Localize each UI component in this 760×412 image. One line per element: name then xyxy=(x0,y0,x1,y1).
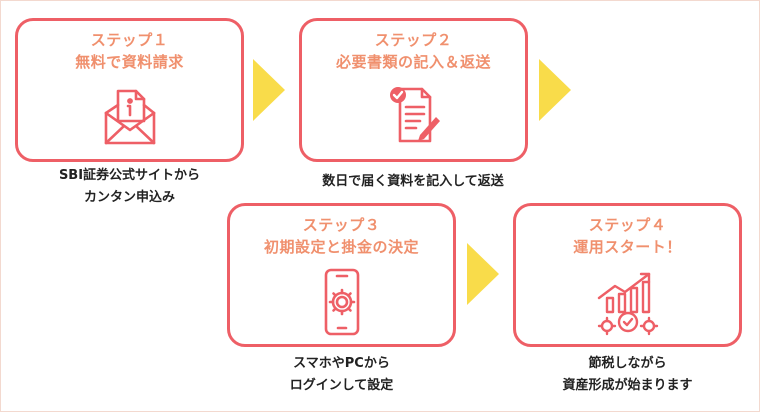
step-1-subtitle: 無料で資料請求 xyxy=(75,53,184,71)
step-3-caption-line-2: ログインして設定 xyxy=(289,378,394,393)
step-4-caption-line-1: 節税しながら xyxy=(588,356,667,371)
step-2-caption: 数日で届く資料を記入して返送 xyxy=(281,171,545,193)
step-1-card: ステップ１ 無料で資料請求 xyxy=(15,18,244,162)
step-3-subtitle: 初期設定と掛金の決定 xyxy=(263,238,419,256)
step-2-card: ステップ２ 必要書類の記入＆返送 xyxy=(299,18,528,162)
step-1-caption-line-2: カンタン申込み xyxy=(83,190,175,205)
step-3-card: ステップ３ 初期設定と掛金の決定 xyxy=(227,203,456,347)
step-2-title: ステップ２ xyxy=(374,31,453,49)
step-3-caption: スマホやPCから ログインして設定 xyxy=(227,353,456,397)
step-4-title: ステップ４ xyxy=(588,216,667,234)
step-3-title: ステップ３ xyxy=(302,216,381,234)
envelope-document-icon xyxy=(104,89,155,145)
step-1-title: ステップ１ xyxy=(90,31,169,49)
arrow-2-3 xyxy=(539,59,571,121)
step-4-subtitle: 運用スタート！ xyxy=(573,238,682,256)
document-pen-icon xyxy=(389,87,440,143)
step-2-subtitle: 必要書類の記入＆返送 xyxy=(335,53,491,71)
step-4-caption-line-2: 資産形成が始まります xyxy=(562,378,693,393)
arrow-3-4 xyxy=(467,243,499,305)
smartphone-gear-icon xyxy=(324,268,359,336)
step-2-caption-line-1: 数日で届く資料を記入して返送 xyxy=(322,174,504,189)
step-4-card: ステップ４ 運用スタート！ xyxy=(513,203,742,347)
step-4-caption: 節税しながら 資産形成が始まります xyxy=(513,353,742,397)
step-1-caption: SBI証券公式サイトから カンタン申込み xyxy=(15,165,244,209)
step-3-caption-line-1: スマホやPCから xyxy=(293,356,390,371)
growth-chart-gears-icon xyxy=(597,272,658,336)
arrow-1-2 xyxy=(253,59,285,121)
step-1-caption-line-1: SBI証券公式サイトから xyxy=(58,168,201,183)
